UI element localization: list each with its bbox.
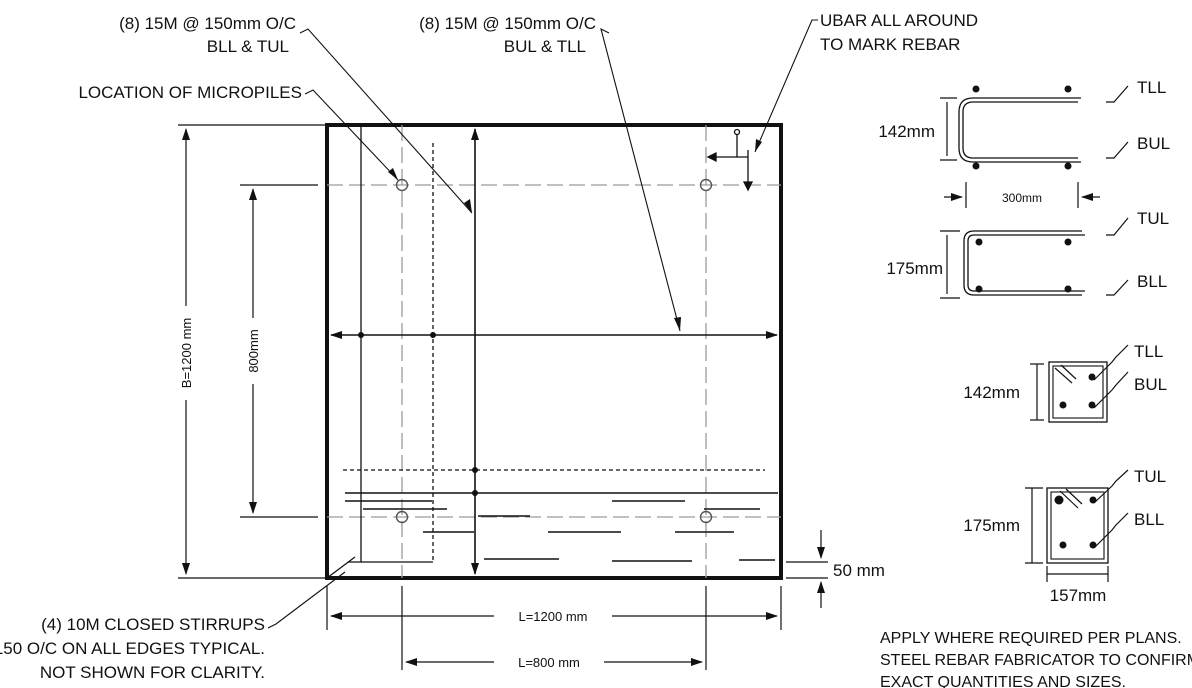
section2-height: 175mm bbox=[886, 259, 943, 278]
section4-lower-layer: BLL bbox=[1134, 510, 1164, 529]
micropile-marker bbox=[395, 510, 409, 524]
leader-lines bbox=[267, 19, 818, 629]
section1-width: 300mm bbox=[1002, 191, 1042, 205]
callout-stirrups-line3: NOT SHOWN FOR CLARITY. bbox=[40, 663, 265, 682]
dimension-lines bbox=[178, 124, 828, 670]
callout-ubar-line2: TO MARK REBAR bbox=[820, 35, 960, 54]
stirrup-dashes bbox=[345, 500, 775, 562]
dimension-pile-spacing-h: L=800 mm bbox=[518, 655, 580, 670]
dimension-cover: 50 mm bbox=[833, 561, 885, 580]
note-line2: STEEL REBAR FABRICATOR TO CONFIRM bbox=[880, 652, 1192, 669]
section2-upper-layer: TUL bbox=[1137, 209, 1169, 228]
footing-plan bbox=[325, 123, 783, 580]
section-ubar-top bbox=[940, 85, 1129, 208]
section1-height: 142mm bbox=[878, 122, 935, 141]
callout-stirrups-line1: (4) 10M CLOSED STIRRUPS bbox=[41, 615, 265, 634]
micropile-marker bbox=[395, 178, 409, 192]
section3-lower-layer: BUL bbox=[1134, 375, 1167, 394]
ubar-symbol bbox=[706, 128, 754, 192]
callout-top-bars-line1: (8) 15M @ 150mm O/C bbox=[419, 14, 596, 33]
note-line3: EXACT QUANTITIES AND SIZES. bbox=[880, 674, 1126, 688]
section4-height: 175mm bbox=[963, 516, 1020, 535]
callout-bottom-bars-line1: (8) 15M @ 150mm O/C bbox=[119, 14, 296, 33]
dimension-pile-spacing-v: 800mm bbox=[246, 329, 261, 372]
section3-height: 142mm bbox=[963, 383, 1020, 402]
micropiles bbox=[395, 178, 713, 524]
note-line1: APPLY WHERE REQUIRED PER PLANS. bbox=[880, 630, 1182, 647]
callout-stirrups-line2: @ 150 O/C ON ALL EDGES TYPICAL. bbox=[0, 639, 265, 658]
callout-top-bars-line2: BUL & TLL bbox=[504, 37, 586, 56]
corner-stirrup-mark bbox=[326, 556, 356, 579]
section2-lower-layer: BLL bbox=[1137, 272, 1167, 291]
section1-lower-layer: BUL bbox=[1137, 134, 1170, 153]
bar-intersection-dots bbox=[358, 332, 478, 496]
micropile-marker bbox=[699, 510, 713, 524]
section-stirrup-top bbox=[1030, 344, 1129, 423]
section3-upper-layer: TLL bbox=[1134, 342, 1163, 361]
section-ubar-bottom bbox=[940, 217, 1129, 299]
section4-upper-layer: TUL bbox=[1134, 467, 1166, 486]
section1-upper-layer: TLL bbox=[1137, 78, 1166, 97]
dimension-l: L=1200 mm bbox=[518, 609, 587, 624]
footing-outline bbox=[325, 123, 783, 580]
section-stirrup-bottom bbox=[1025, 469, 1129, 582]
micropile-marker bbox=[699, 178, 713, 192]
rebar-left-vertical bbox=[348, 125, 362, 563]
callout-ubar-line1: UBAR ALL AROUND bbox=[820, 11, 978, 30]
pile-grid-lines bbox=[327, 125, 781, 578]
leader-arrowheads bbox=[388, 139, 762, 331]
callout-micropiles: LOCATION OF MICROPILES bbox=[78, 83, 302, 102]
section4-width: 157mm bbox=[1050, 586, 1107, 605]
callout-bottom-bars-line2: BLL & TUL bbox=[207, 37, 289, 56]
dimension-b: B=1200 mm bbox=[179, 318, 194, 388]
